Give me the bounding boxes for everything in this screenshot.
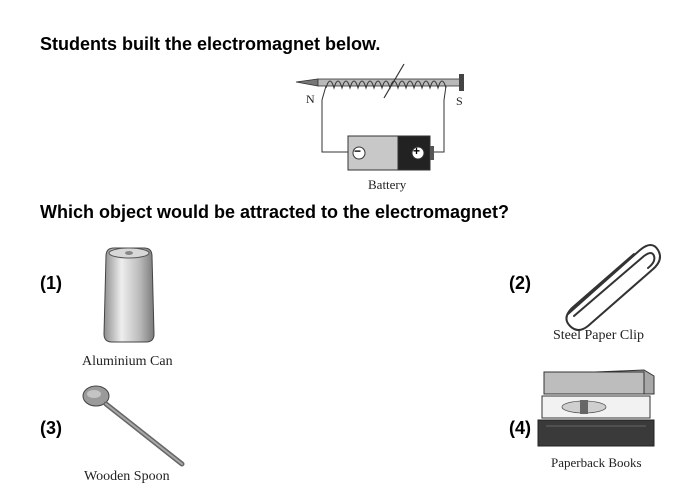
option-number: (3) — [40, 418, 62, 438]
option-number: (1) — [40, 273, 62, 293]
option-number: (2) — [509, 273, 531, 293]
aluminium-can-icon — [103, 247, 155, 343]
electromagnet-illustration — [295, 63, 464, 171]
option-caption: Paperback Books — [551, 455, 642, 470]
battery-label: Battery — [368, 177, 407, 192]
positive-terminal-icon: + — [413, 144, 421, 158]
option-number: (4) — [509, 418, 531, 438]
books-icon — [537, 369, 655, 447]
intro-text: Students built the electromagnet below. — [40, 34, 381, 54]
option-caption: Wooden Spoon — [84, 469, 170, 484]
south-pole-label: S — [456, 94, 463, 108]
option-caption: Steel Paper Clip — [553, 328, 644, 343]
wooden-spoon-icon — [82, 385, 185, 467]
prompt-text: Which object would be attracted to the e… — [40, 202, 510, 222]
paper-clip-icon — [565, 244, 661, 331]
north-pole-label: N — [306, 92, 315, 106]
negative-terminal-icon: − — [354, 144, 362, 158]
option-caption: Aluminium Can — [82, 354, 173, 369]
